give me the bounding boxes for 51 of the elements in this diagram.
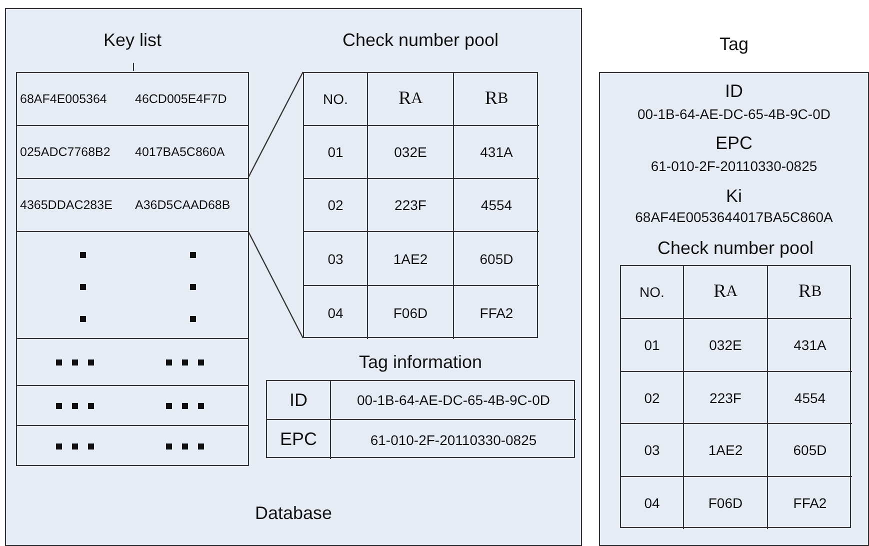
table-cell: 01: [621, 319, 684, 372]
field-value: 68AF4E0053644017BA5C860A: [634, 209, 834, 225]
table-cell: 223F: [368, 179, 454, 232]
table-cell-text: 61-010-2F-20110330-0825: [369, 430, 538, 450]
table-cell: F06D: [684, 477, 768, 529]
table-cell: 032E: [368, 126, 454, 179]
table-cell: 02: [304, 179, 368, 232]
field-name: Ki: [724, 186, 743, 207]
table-cell: 4554: [454, 179, 539, 232]
key-text: 68AF4E005364: [20, 92, 107, 106]
table-cell: NO.: [304, 73, 368, 126]
field-value: 61-010-2F-20110330-0825: [650, 158, 818, 174]
table-cell: 04: [621, 477, 684, 529]
table-cell: 03: [621, 424, 684, 477]
table-cell: 223F: [684, 372, 768, 424]
table-title: Check number pool: [656, 238, 815, 259]
table-cell-text: FFA2: [478, 304, 514, 322]
database-panel: [5, 8, 582, 546]
table-cell: 03: [304, 232, 368, 286]
zoom-line: [247, 230, 304, 338]
table-cell-text: FFA2: [792, 494, 828, 513]
key-text: A36D5CAAD68B: [135, 198, 230, 212]
table-cell: 01: [304, 126, 368, 179]
field-name: EPC: [714, 133, 754, 154]
table-cell: F06D: [368, 286, 454, 339]
table-cell: EPC: [267, 420, 331, 459]
table-cell: NO.: [621, 266, 684, 319]
field-value: 00-1B-64-AE-DC-65-4B-9C-0D: [636, 106, 832, 122]
key-text: 46CD005E4F7D: [135, 92, 227, 106]
table-cell: 605D: [454, 232, 539, 286]
key-text: 4017BA5C860A: [135, 144, 225, 158]
table-cell: 00-1B-64-AE-DC-65-4B-9C-0D: [331, 381, 576, 420]
table-title: Tag information: [358, 352, 484, 373]
table-cell: 4554: [768, 372, 852, 424]
table-cell: 431A: [454, 126, 539, 179]
table-cell: 605D: [768, 424, 852, 477]
key-text: 4365DDAC283E: [20, 198, 112, 212]
table-title: Check number pool: [341, 30, 500, 51]
table-title: Key list: [102, 30, 163, 51]
field-name: ID: [724, 81, 744, 102]
table-title: Tag: [718, 34, 750, 55]
table-cell: ID: [267, 381, 331, 420]
panel-title: Database: [254, 503, 334, 524]
key-text: 025ADC7768B2: [20, 144, 110, 158]
table-cell: 1AE2: [684, 424, 768, 477]
table-cell: 032E: [684, 319, 768, 372]
table-cell: 431A: [768, 319, 852, 372]
table-cell: 1AE2: [368, 232, 454, 286]
table-cell: 04: [304, 286, 368, 339]
zoom-line: [247, 72, 304, 178]
table-cell: 02: [621, 372, 684, 424]
